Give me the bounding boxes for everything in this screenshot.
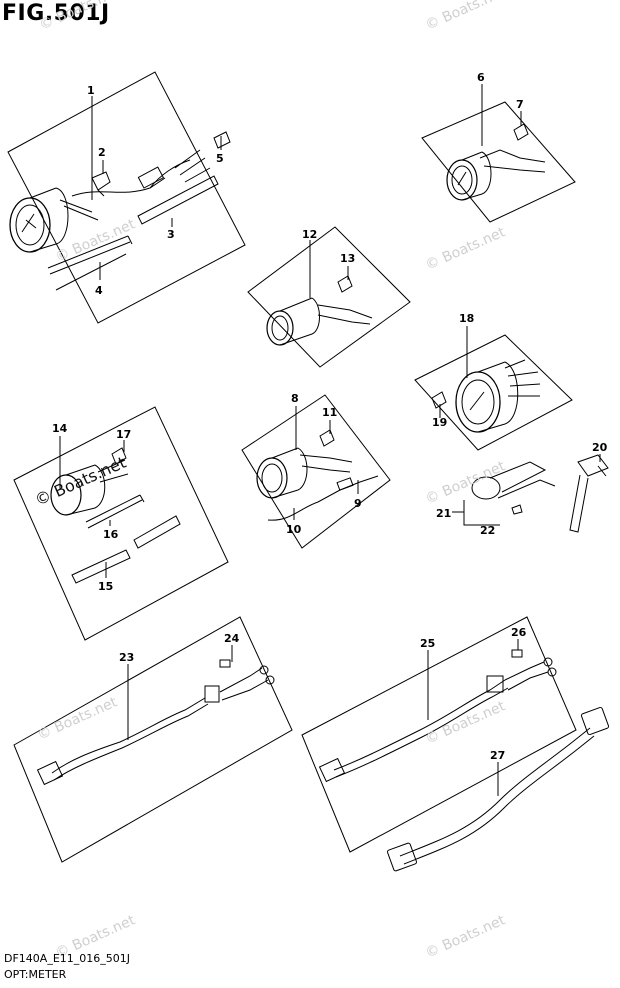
bracket-21 <box>471 461 556 500</box>
callout-11: 11 <box>322 406 337 419</box>
tie-4 <box>47 235 133 291</box>
callout-15: 15 <box>98 580 113 593</box>
callout-13: 13 <box>340 252 355 265</box>
callout-20: 20 <box>592 441 608 454</box>
connector-9 <box>336 477 354 491</box>
gauge-part-6 <box>446 149 546 201</box>
connector-24 <box>219 659 231 668</box>
leader-lines <box>59 84 601 796</box>
callout-4: 4 <box>95 284 103 297</box>
kit-box-18 <box>414 334 573 451</box>
gauge-part-14 <box>50 459 129 516</box>
tube-3 <box>137 175 219 225</box>
connector-26 <box>511 649 523 658</box>
kit-box-14 <box>13 406 229 641</box>
gauge-part-18 <box>455 359 541 433</box>
tube-15 <box>71 515 181 584</box>
callout-21: 21 <box>436 507 451 520</box>
kit-box-23 <box>13 616 293 863</box>
bulb-19 <box>431 391 447 409</box>
callout-16: 16 <box>103 528 119 541</box>
bracket-20 <box>569 454 609 533</box>
figure-title: FIG.501J <box>2 1 110 26</box>
callout-8: 8 <box>291 392 299 405</box>
callout-3: 3 <box>167 228 175 241</box>
watermark-10: © Boats.net <box>423 912 508 962</box>
watermark-8: © Boats.net <box>423 698 508 748</box>
kit-box-6 <box>421 101 576 223</box>
callout-27: 27 <box>490 749 505 762</box>
harness-25 <box>318 657 557 783</box>
callout-23: 23 <box>119 651 134 664</box>
callout-17: 17 <box>116 428 131 441</box>
callout-6: 6 <box>477 71 485 84</box>
harness-23 <box>36 665 275 786</box>
bulb-5 <box>213 131 231 149</box>
callout-10: 10 <box>286 523 302 536</box>
callout-14: 14 <box>52 422 68 435</box>
gauge-part-1 <box>9 187 99 253</box>
bulb-13 <box>337 275 353 293</box>
callout-24: 24 <box>224 632 240 645</box>
callout-22: 22 <box>480 524 495 537</box>
kit-box-8 <box>241 394 391 549</box>
gauge-part-12 <box>266 297 373 346</box>
callout-9: 9 <box>354 497 362 510</box>
watermark-2: © Boats.net <box>423 0 508 34</box>
gauge-part-8 <box>256 447 353 499</box>
kit-box-1 <box>7 71 246 324</box>
figure-name: OPT:METER <box>4 968 67 981</box>
tie-16 <box>85 494 145 529</box>
wire-harness-1 <box>71 149 211 197</box>
callout-25: 25 <box>420 637 435 650</box>
callout-12: 12 <box>302 228 317 241</box>
callout-5: 5 <box>216 152 224 165</box>
watermark-4: © Boats.net <box>423 224 508 274</box>
figure-code: DF140A_E11_016_501J <box>4 952 131 965</box>
bulb-11 <box>319 429 335 447</box>
callout-7: 7 <box>516 98 524 111</box>
callout-19: 19 <box>432 416 447 429</box>
watermark-7: © Boats.net <box>35 694 120 744</box>
watermark-1: © Boats.net <box>37 0 122 34</box>
leader-21 <box>452 500 500 526</box>
callout-2: 2 <box>98 146 106 159</box>
callout-26: 26 <box>511 626 527 639</box>
harness-27 <box>387 706 610 872</box>
callout-1: 1 <box>87 84 95 97</box>
screw-22 <box>511 504 523 515</box>
bulb-2 <box>91 171 111 197</box>
callout-18: 18 <box>459 312 474 325</box>
watermark-6: © Boats.net <box>423 458 508 508</box>
harness-10 <box>267 475 379 521</box>
kit-box-25 <box>301 616 577 853</box>
kit-box-12 <box>247 226 411 368</box>
bulb-17 <box>111 447 127 465</box>
connector-1 <box>137 166 165 189</box>
watermark-3: © Boats.net <box>53 216 138 266</box>
